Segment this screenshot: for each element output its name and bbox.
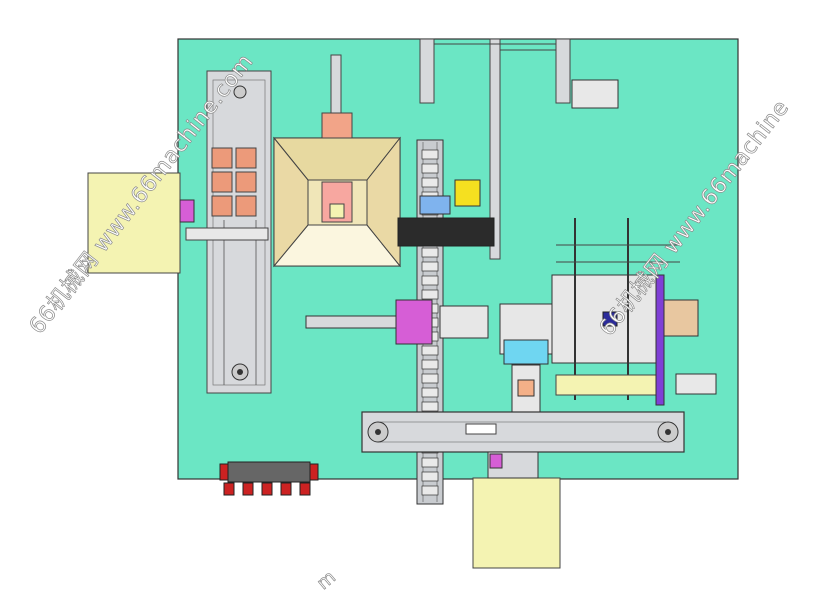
valve-fitting — [299, 482, 311, 496]
chain-link — [421, 289, 439, 300]
chain-link — [421, 149, 439, 160]
center-orange-block — [517, 379, 535, 397]
chain-link — [421, 177, 439, 188]
top-motor — [571, 79, 619, 109]
bottom-yellow-box — [472, 477, 561, 569]
left-yellow-box — [87, 172, 181, 274]
chain-link — [421, 247, 439, 258]
hopper-feed-rod — [330, 54, 342, 114]
right-module — [551, 218, 717, 406]
center-blue-block — [503, 339, 549, 365]
chain-link — [421, 387, 439, 398]
bottom-horizontal-conveyor — [361, 411, 685, 453]
horizontal-cylinder — [305, 299, 489, 345]
chain-link — [421, 261, 439, 272]
central-hopper — [272, 136, 402, 268]
chain-link — [421, 373, 439, 384]
left-clamp-magenta — [179, 199, 195, 223]
valve-fitting — [280, 482, 292, 496]
valve-fittings — [223, 482, 311, 496]
valve-fitting — [242, 482, 254, 496]
orange-blocks — [211, 147, 257, 217]
chain-link — [421, 345, 439, 356]
valve-bank — [219, 461, 319, 483]
chain-link — [421, 275, 439, 286]
dark-guide-strip — [397, 217, 495, 247]
chain-link — [421, 163, 439, 174]
chain-link — [421, 485, 439, 496]
left-pusher-bar — [185, 227, 269, 241]
hopper-feed-block — [321, 112, 353, 139]
chain-mount-blue — [419, 195, 451, 215]
chain-link — [421, 457, 439, 468]
valve-fitting — [223, 482, 235, 496]
valve-fitting — [261, 482, 273, 496]
chain-drive-motor — [454, 179, 481, 207]
chain-link — [421, 401, 439, 412]
top-vertical-rails — [419, 38, 571, 260]
chain-link — [421, 359, 439, 370]
bottom-magenta-block — [489, 453, 503, 469]
chain-link — [421, 471, 439, 482]
